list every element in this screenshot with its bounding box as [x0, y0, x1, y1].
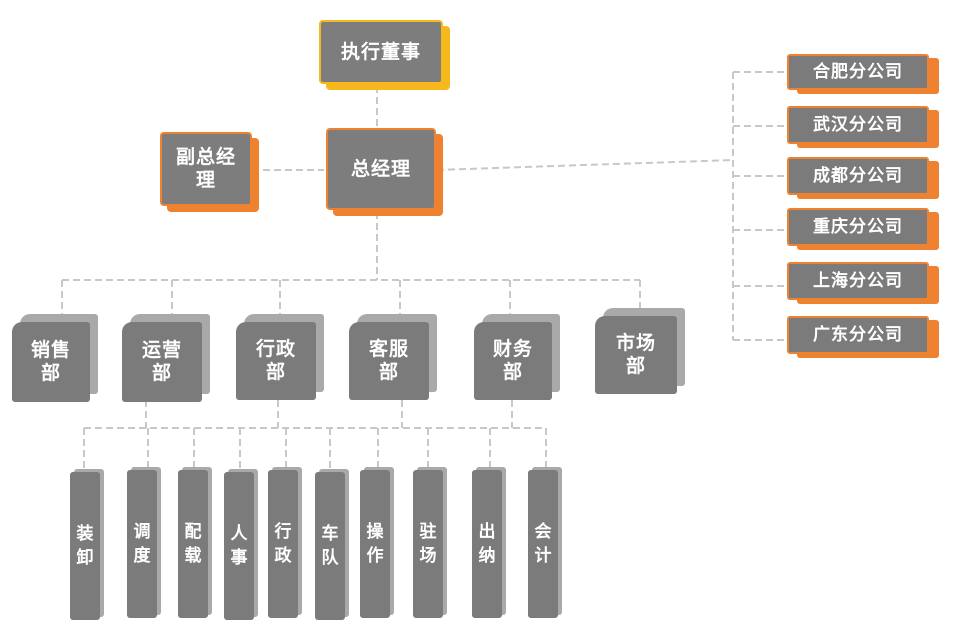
- unit-label: 行政: [274, 522, 293, 566]
- unit-box: 出纳: [472, 470, 502, 618]
- department-box: 行政部: [236, 322, 316, 400]
- general-manager-box: 总经理: [326, 128, 436, 210]
- branch-label: 武汉分公司: [813, 114, 903, 135]
- executive-director-label: 执行董事: [340, 40, 421, 63]
- unit-box: 行政: [268, 470, 298, 618]
- branch-label: 重庆分公司: [813, 216, 903, 237]
- department-label: 客服部: [368, 338, 409, 383]
- unit-label: 调度: [133, 522, 152, 566]
- department-box: 市场部: [595, 316, 677, 394]
- department-label: 行政部: [255, 338, 296, 383]
- department-label: 运营部: [141, 339, 182, 384]
- department-label: 财务部: [492, 338, 533, 383]
- branch-label: 广东分公司: [813, 324, 903, 345]
- unit-box: 人事: [224, 472, 254, 620]
- department-box: 客服部: [349, 322, 429, 400]
- department-box: 财务部: [474, 322, 552, 400]
- deputy-general-manager-box: 副总经理: [160, 132, 252, 206]
- unit-label: 车队: [321, 524, 340, 568]
- unit-label: 操作: [366, 522, 385, 566]
- department-label: 市场部: [615, 332, 656, 377]
- deputy-general-manager-label: 副总经理: [175, 146, 236, 191]
- unit-label: 人事: [230, 524, 249, 568]
- unit-box: 调度: [127, 470, 157, 618]
- department-box: 销售部: [12, 322, 90, 402]
- branch-box: 广东分公司: [787, 316, 929, 354]
- unit-label: 配载: [184, 522, 203, 566]
- branch-box: 重庆分公司: [787, 208, 929, 246]
- unit-label: 驻场: [419, 522, 438, 566]
- executive-director-box: 执行董事: [319, 20, 443, 84]
- department-label: 销售部: [30, 339, 71, 384]
- general-manager-label: 总经理: [350, 157, 411, 180]
- department-box: 运营部: [122, 322, 202, 402]
- branch-label: 成都分公司: [813, 165, 903, 186]
- branch-label: 上海分公司: [813, 270, 903, 291]
- unit-label: 会计: [534, 522, 553, 566]
- unit-box: 车队: [315, 472, 345, 620]
- unit-label: 装卸: [76, 524, 95, 568]
- branch-label: 合肥分公司: [813, 61, 903, 82]
- branch-box: 成都分公司: [787, 157, 929, 195]
- unit-label: 出纳: [478, 522, 497, 566]
- branch-box: 上海分公司: [787, 262, 929, 300]
- branch-box: 武汉分公司: [787, 106, 929, 144]
- unit-box: 会计: [528, 470, 558, 618]
- unit-box: 驻场: [413, 470, 443, 618]
- unit-box: 装卸: [70, 472, 100, 620]
- unit-box: 配载: [178, 470, 208, 618]
- unit-box: 操作: [360, 470, 390, 618]
- branch-box: 合肥分公司: [787, 54, 929, 90]
